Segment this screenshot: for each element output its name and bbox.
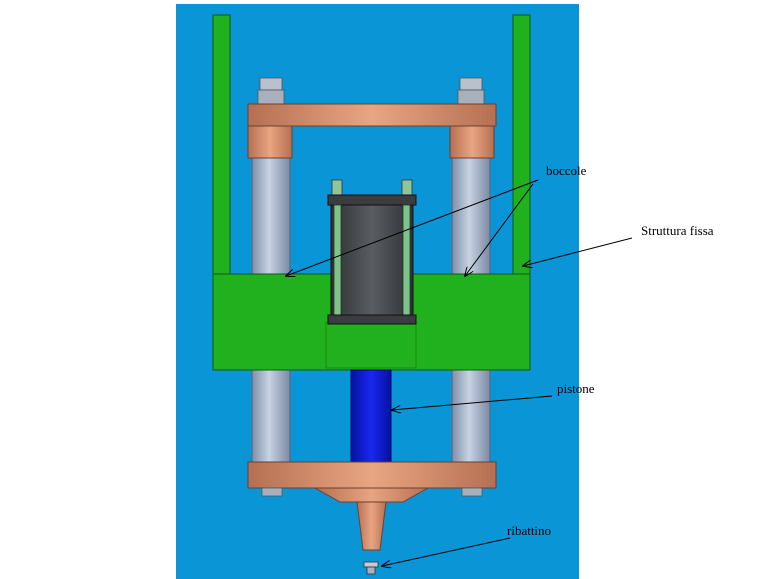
annotation-arrows: [286, 179, 633, 566]
piston-rod: [350, 369, 392, 466]
right-column-upper: [451, 157, 491, 277]
arrow-boccole-left: [286, 179, 539, 276]
left-column-upper: [251, 157, 291, 277]
label-ribattino: ribattino: [507, 523, 552, 538]
label-pistone: pistone: [557, 381, 595, 396]
arrow-boccole-right: [465, 183, 534, 276]
cylinder: [327, 179, 417, 325]
punch-tip: [356, 501, 387, 551]
top-crossbar: [247, 77, 497, 159]
rivet: [363, 561, 379, 575]
guide-columns: [251, 157, 491, 466]
arrow-ribattino: [382, 537, 511, 566]
right-column-lower: [451, 369, 491, 466]
bottom-crossbar: [247, 461, 497, 503]
arrow-pistone: [392, 395, 553, 410]
label-struttura-fissa: Struttura fissa: [641, 223, 714, 238]
label-boccole: boccole: [546, 163, 587, 178]
left-column-lower: [251, 369, 291, 466]
arrow-struttura-fissa: [523, 237, 633, 266]
